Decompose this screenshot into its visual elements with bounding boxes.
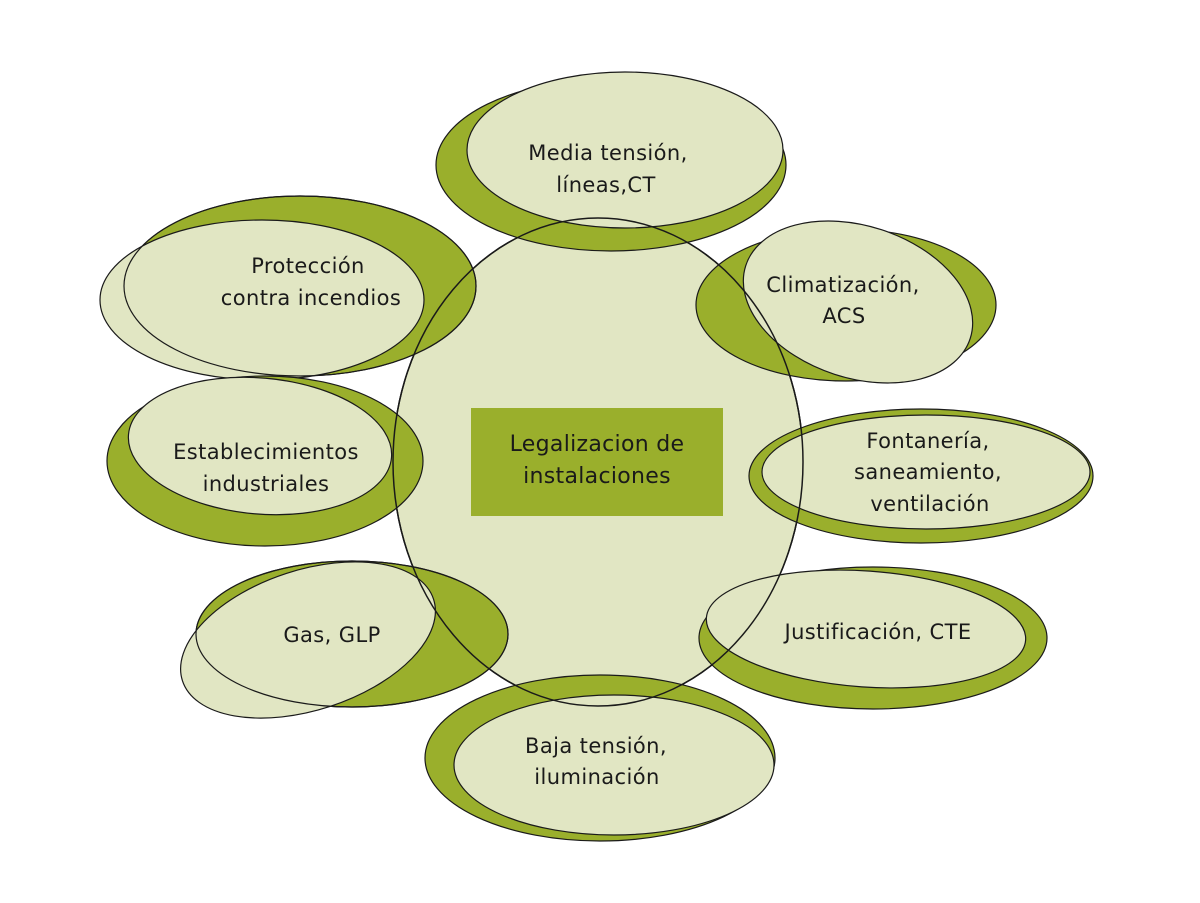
node-media-tension: Media tensión, líneas,CT (435, 71, 787, 252)
node-establecimientos: Establecimientos industriales (106, 375, 424, 547)
node-gas-outline (195, 560, 509, 708)
node-fontaneria-line-2: saneamiento, (854, 460, 1002, 484)
node-establecimientos-line-2: industriales (203, 472, 330, 496)
center-label-box (471, 408, 723, 516)
node-gas: Gas, GLP (180, 560, 509, 719)
node-gas-line-1: Gas, GLP (283, 623, 380, 647)
node-media-tension-line-1: Media tensión, (528, 141, 687, 165)
node-justificacion-line-1: Justificación, CTE (782, 620, 971, 644)
node-climatizacion-line-2: ACS (822, 304, 865, 328)
node-baja-tension: Baja tensión, iluminación (424, 674, 776, 842)
center-label-line-1: Legalizacion de (510, 432, 685, 457)
node-fontaneria-line-1: Fontanería, (866, 429, 989, 453)
node-fontaneria-light (761, 414, 1091, 530)
node-proteccion-line-2: contra incendios (221, 286, 401, 310)
node-fontaneria: Fontanería, saneamiento, ventilación (748, 408, 1094, 544)
node-proteccion-line-1: Protección (251, 254, 365, 278)
center-label: Legalizacion de instalaciones (471, 408, 723, 516)
node-justificacion-light (705, 569, 1027, 689)
node-justificacion: Justificación, CTE (698, 566, 1048, 710)
node-climatizacion: Climatización, ACS (695, 220, 997, 384)
center-label-line-2: instalaciones (523, 464, 671, 489)
node-baja-tension-line-2: iluminación (534, 765, 659, 789)
node-proteccion-outline (123, 195, 477, 377)
node-baja-tension-light (453, 694, 775, 836)
node-proteccion: Protección contra incendios (99, 195, 477, 381)
center-circle-outline (392, 217, 804, 707)
node-establecimientos-light (127, 376, 393, 516)
node-establecimientos-line-1: Establecimientos (173, 440, 359, 464)
node-baja-tension-line-1: Baja tensión, (525, 734, 667, 758)
node-climatizacion-light (742, 220, 974, 384)
node-media-tension-light (466, 71, 784, 229)
node-climatizacion-line-1: Climatización, (766, 273, 919, 297)
node-fontaneria-line-3: ventilación (870, 492, 989, 516)
node-media-tension-line-2: líneas,CT (556, 173, 655, 197)
